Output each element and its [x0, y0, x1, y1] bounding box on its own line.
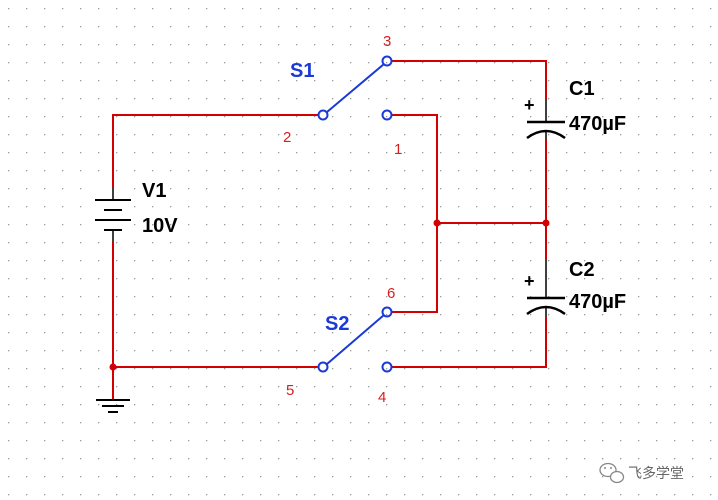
wire-s1-1-to-s2-6 [392, 114, 438, 313]
junction-dot [109, 363, 117, 371]
switch1-name: S1 [290, 60, 314, 82]
capacitor-c1 [526, 100, 566, 140]
s2-pin-label: 4 [378, 389, 386, 406]
battery-name: V1 [142, 180, 166, 202]
s1-pin-label: 1 [394, 141, 402, 158]
watermark-text: 飞多学堂 [628, 465, 684, 482]
cap1-name: C1 [569, 78, 595, 100]
wire-s1-3-to-c1 [392, 60, 547, 100]
s2-pin-label: 6 [387, 285, 395, 302]
switch-s2 [317, 306, 393, 373]
switch-s1 [317, 55, 393, 121]
cap2-name: C2 [569, 259, 595, 281]
wire-c2-to-s2-4 [392, 318, 547, 368]
cap2-value: 470µF [569, 291, 626, 313]
ground-symbol [96, 399, 130, 413]
s1-pin-label: 3 [383, 33, 391, 50]
wechat-icon [599, 462, 625, 484]
switch2-name: S2 [325, 313, 349, 335]
junction-dot [433, 219, 441, 227]
capacitor-c2 [526, 260, 566, 318]
wires [112, 60, 547, 400]
c1-polarity: + [524, 95, 535, 115]
wire-s1-to-battery [112, 114, 318, 188]
s2-pin-label: 5 [286, 382, 294, 399]
junction-dot [542, 219, 550, 227]
battery-value: 10V [142, 215, 178, 237]
c2-polarity: + [524, 271, 535, 291]
battery-v1 [95, 188, 131, 242]
s1-pin-label: 2 [283, 129, 291, 146]
cap1-value: 470µF [569, 113, 626, 135]
